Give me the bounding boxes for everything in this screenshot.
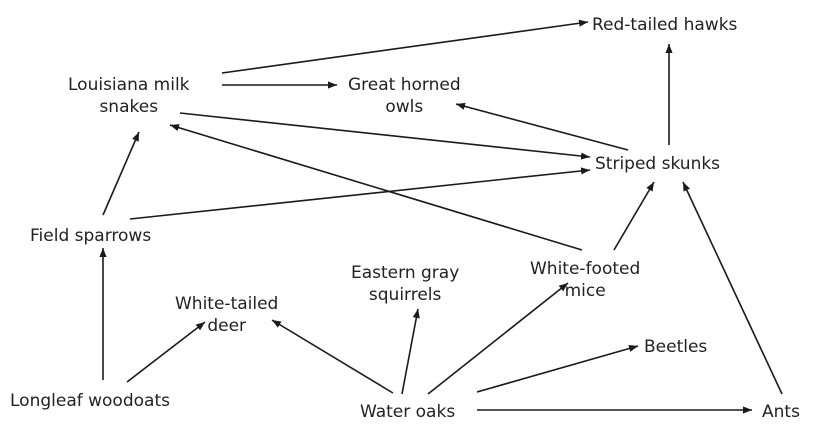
node-great-horned-owls: Great horned owls bbox=[348, 74, 461, 118]
arrow-water-oaks-to-eastern-gray-squirrels bbox=[401, 308, 420, 395]
node-label-line1: Great horned bbox=[348, 75, 461, 95]
node-beetles: Beetles bbox=[644, 336, 707, 358]
node-label-line2: owls bbox=[385, 97, 424, 117]
arrow-longleaf-woodoats-to-white-tailed-deer bbox=[126, 321, 206, 383]
node-field-sparrows: Field sparrows bbox=[30, 225, 151, 247]
node-red-tailed-hawks: Red-tailed hawks bbox=[592, 14, 737, 36]
node-label: Longleaf woodoats bbox=[10, 391, 170, 411]
node-white-tailed-deer: White-tailed deer bbox=[175, 293, 278, 337]
arrow-water-oaks-to-beetles bbox=[476, 345, 639, 393]
node-white-footed-mice: White-footed mice bbox=[530, 258, 640, 302]
node-label-line2: snakes bbox=[99, 97, 159, 117]
node-label-line2: mice bbox=[564, 281, 606, 301]
node-label: Ants bbox=[762, 402, 800, 422]
node-label: Water oaks bbox=[360, 402, 456, 422]
node-water-oaks: Water oaks bbox=[360, 401, 455, 423]
arrow-ants-to-striped-skunks bbox=[682, 181, 783, 395]
node-label-line1: Eastern gray bbox=[351, 263, 460, 283]
arrow-louisiana-milk-snakes-to-red-tailed-hawks bbox=[221, 19, 589, 74]
arrow-field-sparrows-to-striped-skunks bbox=[129, 167, 591, 220]
node-louisiana-milk-snakes: Louisiana milk snakes bbox=[68, 74, 190, 118]
node-label: Striped skunks bbox=[595, 154, 721, 174]
node-label: Field sparrows bbox=[30, 226, 152, 246]
arrow-water-oaks-to-white-footed-mice bbox=[427, 282, 569, 395]
node-label-line1: White-footed bbox=[530, 259, 641, 279]
node-striped-skunks: Striped skunks bbox=[595, 153, 720, 175]
arrow-field-sparrows-to-louisiana-milk-snakes bbox=[102, 131, 140, 216]
node-label-line1: Louisiana milk bbox=[68, 75, 190, 95]
node-eastern-gray-squirrels: Eastern gray squirrels bbox=[351, 262, 459, 306]
node-label: Red-tailed hawks bbox=[592, 15, 738, 35]
node-label-line2: squirrels bbox=[368, 285, 442, 305]
node-label-line1: White-tailed bbox=[175, 294, 279, 314]
arrow-louisiana-milk-snakes-to-striped-skunks bbox=[179, 112, 591, 160]
node-ants: Ants bbox=[762, 401, 800, 423]
node-longleaf-woodoats: Longleaf woodoats bbox=[10, 390, 170, 412]
arrow-striped-skunks-to-great-horned-owls bbox=[455, 102, 629, 151]
node-label-line2: deer bbox=[207, 316, 247, 336]
arrow-white-footed-mice-to-striped-skunks bbox=[613, 181, 655, 251]
node-label: Beetles bbox=[644, 337, 708, 357]
arrow-water-oaks-to-white-tailed-deer bbox=[271, 319, 394, 394]
arrow-white-footed-mice-to-louisiana-milk-snakes bbox=[169, 124, 583, 251]
